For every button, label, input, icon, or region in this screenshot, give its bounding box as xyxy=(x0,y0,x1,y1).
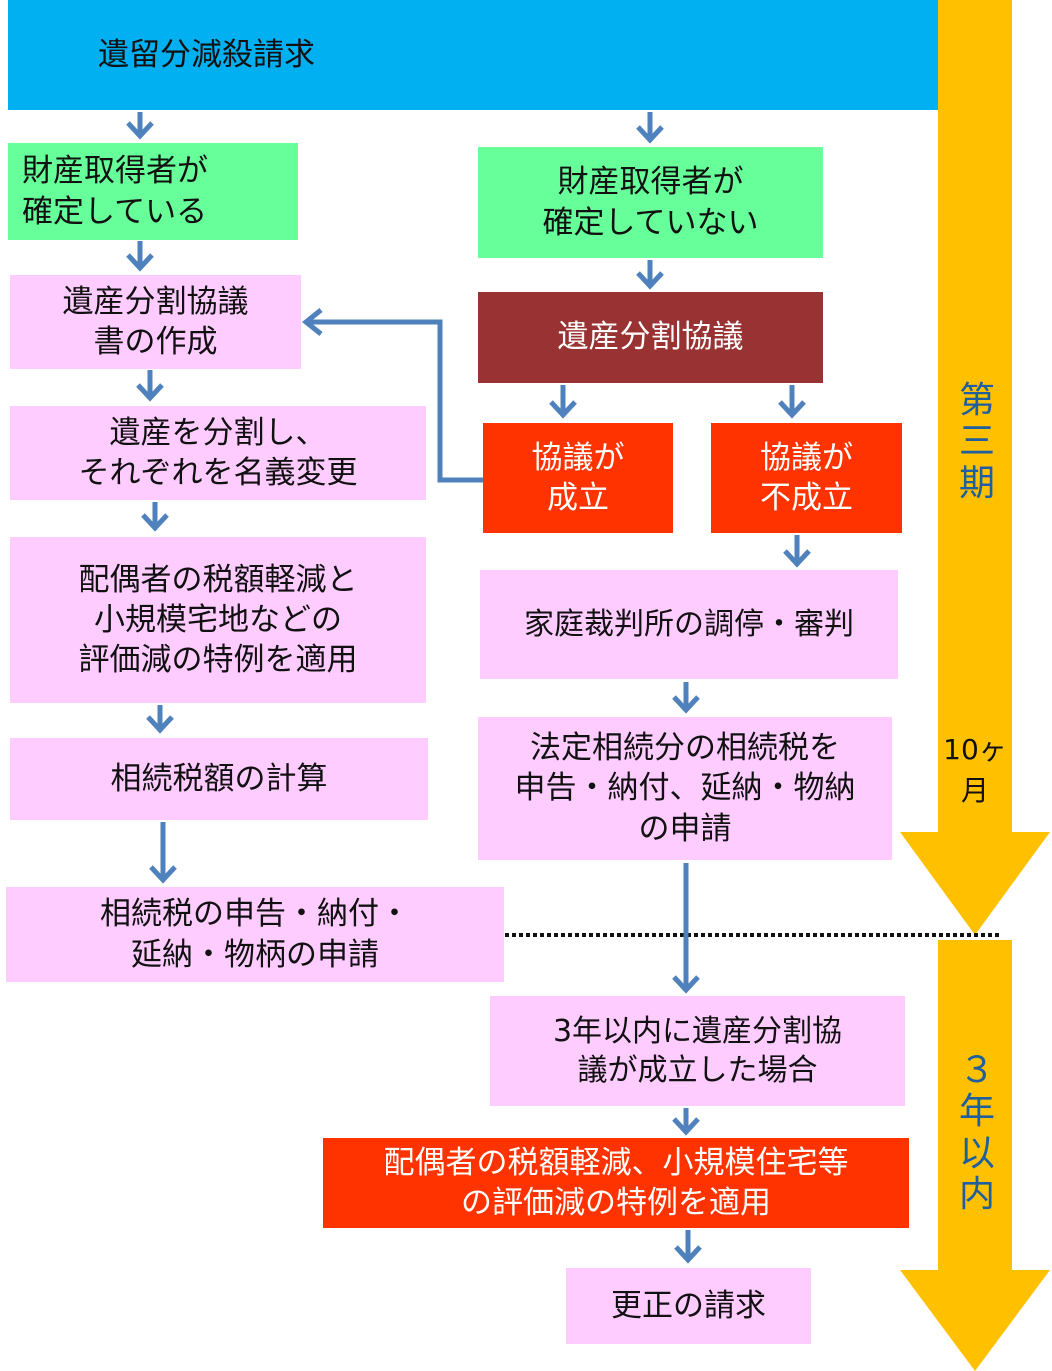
box-file: 相続税の申告・納付・ 延納・物柄の申請 xyxy=(6,887,504,982)
box-apply-special-2-label: 配偶者の税額軽減、小規模住宅等 の評価減の特例を適用 xyxy=(383,1144,849,1221)
box-not-agreed-label: 協議が 不成立 xyxy=(760,439,853,516)
box-divide: 遺産を分割し、 それぞれを名義変更 xyxy=(10,406,426,500)
box-correction-label: 更正の請求 xyxy=(611,1287,766,1324)
header-bar: 遺留分減殺請求 xyxy=(8,0,938,110)
box-agreement-doc-label: 遺産分割協議 書の作成 xyxy=(62,283,249,360)
box-agreed: 協議が 成立 xyxy=(483,423,673,533)
box-division-talk: 遺産分割協議 xyxy=(478,292,823,383)
timeline-arrow-first xyxy=(900,0,1050,935)
arrow-agreed-to-doc xyxy=(308,319,483,483)
box-apply-special: 配偶者の税額軽減と 小規模宅地などの 評価減の特例を適用 xyxy=(10,537,426,703)
box-decided-label: 財産取得者が 確定している xyxy=(22,153,208,230)
box-apply-special-2: 配偶者の税額軽減、小規模住宅等 の評価減の特例を適用 xyxy=(323,1138,909,1228)
box-agreement-doc: 遺産分割協議 書の作成 xyxy=(10,275,301,369)
box-undecided: 財産取得者が 確定していない xyxy=(478,147,823,258)
box-court-label: 家庭裁判所の調停・審判 xyxy=(524,607,854,642)
box-calc-label: 相続税額の計算 xyxy=(110,760,328,797)
box-agreed-label: 協議が 成立 xyxy=(531,439,625,516)
timeline-within-3-years-label: ３ 年 以 内 xyxy=(958,1050,995,1216)
box-court: 家庭裁判所の調停・審判 xyxy=(480,570,898,679)
box-correction: 更正の請求 xyxy=(566,1268,811,1344)
box-undecided-label: 財産取得者が 確定していない xyxy=(542,164,759,241)
box-calc: 相続税額の計算 xyxy=(10,738,428,820)
header-title: 遺留分減殺請求 xyxy=(98,36,315,73)
box-division-talk-label: 遺産分割協議 xyxy=(557,319,744,356)
timeline-ten-months-label: 10ヶ 月 xyxy=(943,733,1007,807)
box-within-3-years-label: 3年以内に遺産分割協 議が成立した場合 xyxy=(552,1014,843,1088)
box-apply-special-label: 配偶者の税額軽減と 小規模宅地などの 評価減の特例を適用 xyxy=(78,561,358,679)
box-decided: 財産取得者が 確定している xyxy=(8,143,298,240)
box-file-label: 相続税の申告・納付・ 延納・物柄の申請 xyxy=(100,896,410,973)
box-within-3-years: 3年以内に遺産分割協 議が成立した場合 xyxy=(490,996,905,1106)
timeline-arrow-second xyxy=(900,940,1050,1371)
timeline-phase-label: 第 三 期 xyxy=(958,380,995,504)
box-statutory: 法定相続分の相続税を 申告・納付、延納・物納 の申請 xyxy=(478,717,892,860)
box-statutory-label: 法定相続分の相続税を 申告・納付、延納・物納 の申請 xyxy=(514,730,856,847)
box-divide-label: 遺産を分割し、 それぞれを名義変更 xyxy=(78,414,358,491)
box-not-agreed: 協議が 不成立 xyxy=(711,423,902,533)
